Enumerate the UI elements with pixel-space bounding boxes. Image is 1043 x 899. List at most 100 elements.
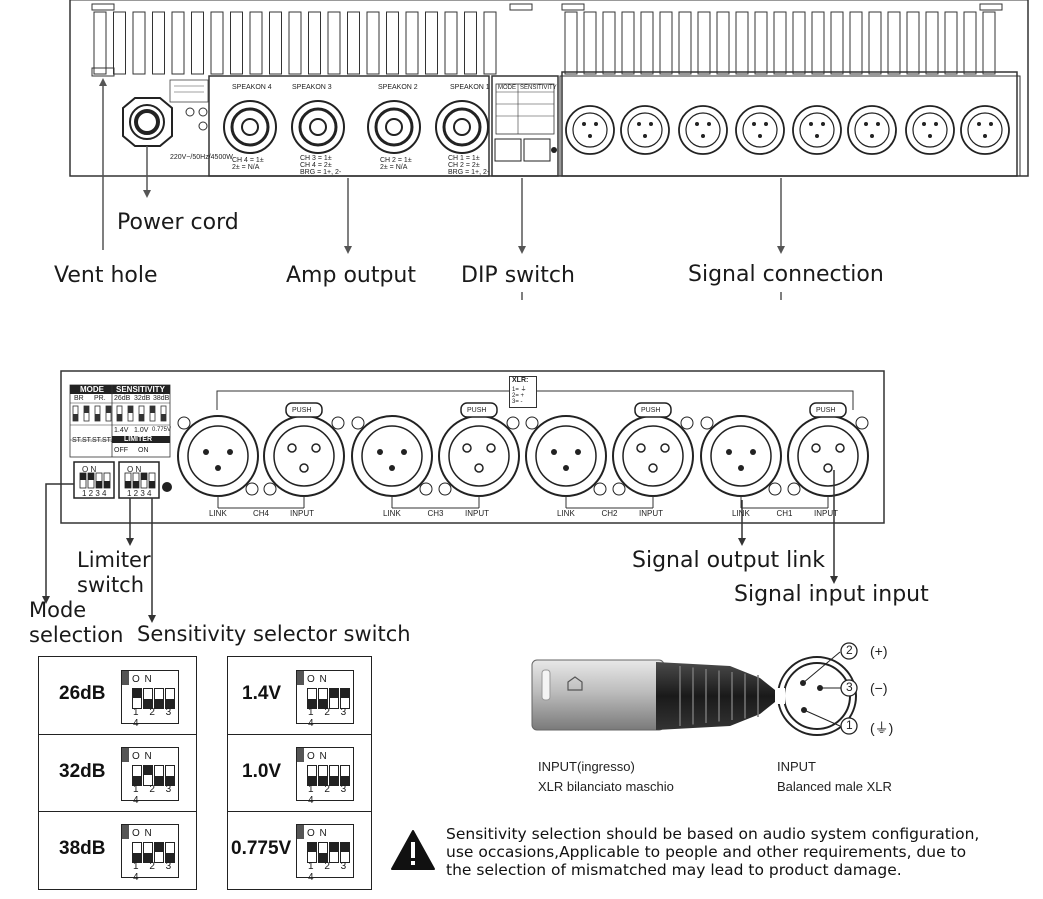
dip-toggle-knob: [155, 843, 163, 852]
callout-sensitivity-selector: Sensitivity selector switch: [137, 622, 411, 646]
db-row-label: 32dB: [59, 761, 106, 782]
dip-corner: [122, 748, 129, 762]
xlr-pin: [821, 122, 825, 126]
dip-toggle: [307, 688, 317, 709]
vent-fin: [849, 11, 863, 75]
power-rating-label: 220V~/50Hz/4500W: [170, 154, 233, 161]
vent-fin: [944, 11, 958, 75]
dip-toggle-knob: [330, 843, 338, 852]
detail-st-4: ST.: [102, 437, 113, 444]
rear-sens-header: SENSITIVITY: [520, 85, 557, 91]
dip-toggle-knob: [133, 853, 141, 862]
warning-text: Sensitivity selection should be based on…: [446, 825, 1036, 879]
dip-toggle: [154, 688, 164, 709]
warning-line3: the selection of mismatched may lead to …: [446, 861, 902, 879]
warning-line1: Sensitivity selection should be based on…: [446, 825, 980, 843]
xlr-pin: [738, 465, 744, 471]
vent-fin: [249, 11, 263, 75]
detail-mode-col-pr: PR.: [94, 395, 106, 402]
xlr-pin: [637, 122, 641, 126]
pin-2-number: 2: [846, 643, 853, 657]
vent-fin: [925, 11, 939, 75]
xlr-pin: [870, 134, 874, 138]
screw-icon: [177, 416, 191, 430]
dip-on-label: O N: [132, 674, 153, 685]
vent-fin: [93, 11, 107, 75]
dip-toggle-knob: [155, 699, 163, 708]
legend-switch-knob: [95, 414, 100, 421]
rear-panel-illustration: [69, 0, 1029, 300]
pin-3-number: 3: [846, 680, 853, 694]
dip-toggle-knob: [144, 853, 152, 862]
push-tab: [809, 402, 847, 418]
vent-fin: [230, 11, 243, 75]
dip-toggle-knob: [341, 776, 349, 785]
vent-fin: [308, 11, 321, 75]
dip-toggle: [165, 842, 175, 863]
dip-toggle: [132, 688, 142, 709]
speakon-3-label: SPEAKON 3: [292, 84, 332, 91]
vent-fin: [210, 11, 224, 75]
vent-fin: [483, 11, 497, 75]
detail-st-2: ST.: [82, 437, 93, 444]
dip-toggle: [307, 765, 317, 786]
callout-limiter-line1: Limiter: [77, 548, 151, 572]
vent-fins-left: [93, 11, 497, 75]
speakon-4-note: CH 4 = 1± 2± = N/A: [232, 157, 264, 171]
xlr-face-top: [967, 112, 1003, 148]
callout-signal-input-input: Signal input input: [734, 582, 929, 607]
screw-icon: [700, 416, 714, 430]
dip-corner: [297, 825, 304, 839]
dip-toggle-knob: [166, 853, 174, 862]
plug-caption-line2: XLR bilanciato maschio: [538, 779, 674, 794]
vent-fin: [425, 11, 438, 75]
legend-switch-knob: [106, 406, 111, 413]
vent-fin: [171, 11, 185, 75]
screw-icon: [612, 482, 626, 496]
callout-signal-output-link: Signal output link: [632, 548, 826, 573]
dip-corner: [122, 825, 129, 839]
vent-fin: [963, 11, 977, 75]
screw-icon: [787, 482, 801, 496]
dip-toggle: [132, 765, 142, 786]
callout-vent-hole: Vent hole: [54, 263, 158, 288]
xlr-pin: [809, 122, 813, 126]
detail-switch-knob: [125, 481, 131, 488]
screw-icon: [245, 482, 259, 496]
xlr-socket: [835, 443, 845, 453]
volt-row-label: 0.775V: [231, 838, 292, 859]
dip-numbers: 1 2 3 4: [308, 784, 351, 806]
xlr-pin: [977, 122, 981, 126]
vent-fin: [621, 11, 635, 75]
dip-toggle: [165, 765, 175, 786]
dip-toggle-knob: [144, 699, 152, 708]
xlr-connectors-detail: [177, 402, 869, 509]
legend-switch-knob: [117, 414, 122, 421]
pinout-caption-line1: INPUT: [777, 759, 816, 774]
vent-fin: [792, 11, 806, 75]
vent-fin: [773, 11, 787, 75]
channel-link-label: LINK: [383, 509, 401, 518]
vent-fin: [288, 11, 302, 75]
xlr-legend-pin2: 2= +: [512, 393, 525, 399]
legend-switch-knob: [161, 414, 166, 421]
vent-fin: [152, 11, 165, 75]
xlr-pin: [227, 449, 233, 455]
speakon-2-label: SPEAKON 2: [378, 84, 418, 91]
screw-icon: [419, 482, 433, 496]
push-label: PUSH: [816, 407, 836, 414]
xlr-pin: [928, 134, 932, 138]
vent-fin: [697, 11, 711, 75]
detail-switch-knob: [80, 473, 86, 480]
dip-toggle-knob: [144, 766, 152, 775]
dip-numbers: 1 2 3 4: [308, 707, 351, 729]
legend-switch-knob: [84, 406, 89, 413]
speakon-1-label: SPEAKON 1: [450, 84, 490, 91]
xlr-pin: [876, 122, 880, 126]
push-label: PUSH: [641, 407, 661, 414]
xlr-face-top: [799, 112, 835, 148]
xlr-socket: [486, 443, 496, 453]
xlr-legend-pin3: 3= -: [512, 399, 523, 405]
